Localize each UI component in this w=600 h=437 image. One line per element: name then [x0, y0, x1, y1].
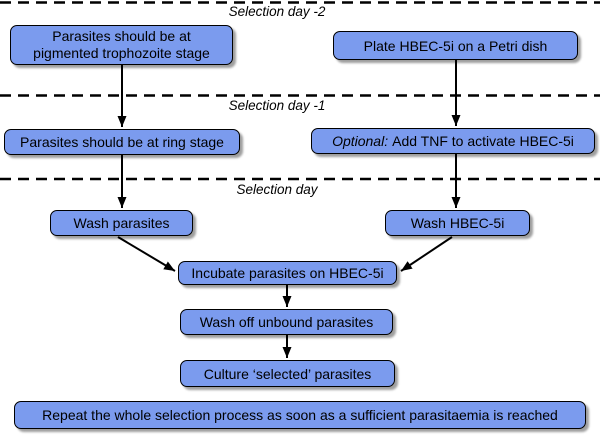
node-trophozoite-stage: Parasites should be at pigmented trophoz…	[10, 25, 233, 65]
node-incubate: Incubate parasites on HBEC-5i	[178, 261, 397, 285]
day-label-minus-2: Selection day -2	[228, 4, 326, 19]
arrow-wash-parasites-to-incubate	[117, 236, 176, 272]
day-label-minus-1: Selection day -1	[228, 98, 326, 113]
day-label-0: Selection day	[236, 182, 318, 197]
node-tnf-optional: Optional:Add TNF to activate HBEC-5i	[311, 128, 595, 154]
node-wash-hbec: Wash HBEC-5i	[385, 210, 530, 236]
node-wash-unbound: Wash off unbound parasites	[180, 309, 393, 335]
node-repeat-process: Repeat the whole selection process as so…	[14, 401, 586, 429]
node-culture-selected: Culture ‘selected’ parasites	[180, 360, 395, 387]
node-tnf-optional-prefix: Optional:	[332, 133, 389, 149]
node-ring-stage: Parasites should be at ring stage	[4, 129, 240, 155]
node-trophozoite-stage-text: Parasites should be at pigmented trophoz…	[33, 28, 210, 61]
node-wash-parasites: Wash parasites	[50, 210, 193, 236]
arrow-wash-hbec-to-incubate	[400, 236, 453, 272]
node-plate-hbec: Plate HBEC-5i on a Petri dish	[333, 31, 578, 60]
